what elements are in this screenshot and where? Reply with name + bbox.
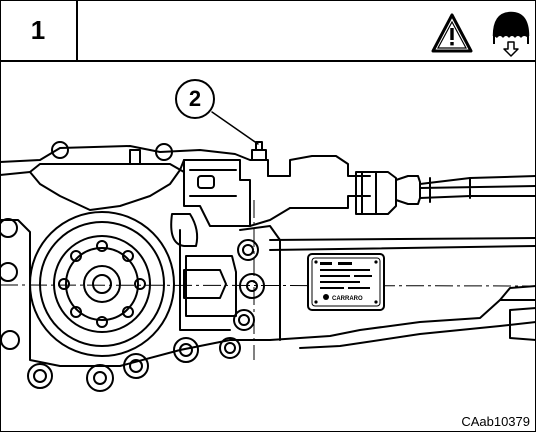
- lubricant-drain-icon: [492, 11, 530, 57]
- axle-technical-drawing: CARRARO: [0, 111, 536, 392]
- callout-label: 2: [188, 86, 202, 111]
- step-number-box: 1: [0, 0, 78, 62]
- step-number: 1: [30, 14, 46, 45]
- plate-brand: CARRARO: [332, 296, 363, 302]
- warning-triangle-icon: [431, 13, 473, 53]
- header-divider: [0, 60, 536, 62]
- figure-reference-code: CAab10379: [461, 414, 530, 429]
- callout-marker: 2: [175, 79, 215, 119]
- identification-plate: CARRARO: [307, 253, 385, 311]
